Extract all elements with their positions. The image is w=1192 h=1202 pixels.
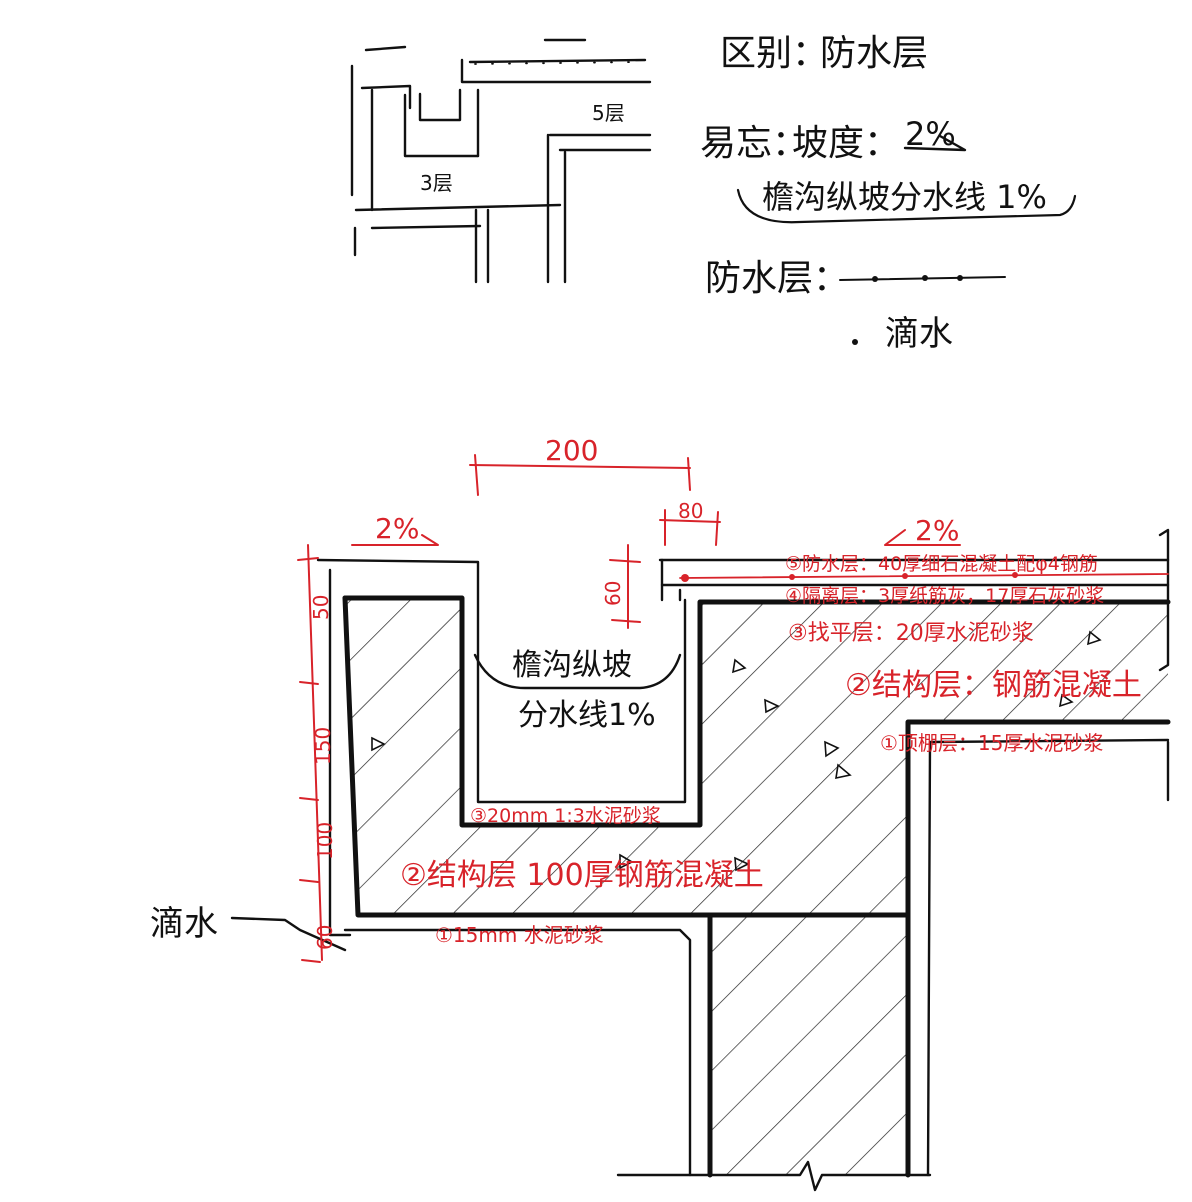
gutter-note: 檐沟纵坡分水线 1% <box>762 178 1047 216</box>
dim-200: 200 <box>545 434 598 467</box>
gutter-layer-2-annotation: ②结构层 100厚钢筋混凝土 <box>400 858 764 893</box>
dim-150: 150 <box>311 727 335 765</box>
slope-left-label: 2% <box>375 512 419 545</box>
drip-label: 滴水 <box>150 904 218 944</box>
slope-right-label: 2% <box>915 514 959 547</box>
gutter-text-line1: 檐沟纵坡 <box>512 648 632 683</box>
layer-3-annotation: ③找平层：20厚水泥砂浆 <box>788 621 1034 646</box>
gutter-text-line2: 分水线1% <box>518 698 656 733</box>
gutter-layer-1-annotation: ①15mm 水泥砂浆 <box>435 923 604 947</box>
layer-5-annotation: ⑤防水层：40厚细石混凝土配φ4钢筋 <box>785 553 1098 575</box>
dim-50: 50 <box>309 595 333 620</box>
floor-3-label: 3层 <box>420 171 453 195</box>
layer-2-annotation: ②结构层：钢筋混凝土 <box>845 668 1142 703</box>
waterproof-legend-symbol <box>839 275 1006 282</box>
dimension-lines <box>297 454 721 963</box>
waterproof-layer-line <box>679 572 1169 582</box>
layer-1-annotation: ①顶棚层：15厚水泥砂浆 <box>880 731 1103 755</box>
drip-legend-symbol <box>852 339 858 345</box>
layer-4-annotation: ④隔离层：3厚纸筋灰，17厚石灰砂浆 <box>785 585 1104 607</box>
slope-label: 坡度： <box>792 123 900 164</box>
aggregate-marks <box>371 630 1102 872</box>
notes-block: 区别： 防水层 易忘： 坡度： 2% 檐沟纵坡分水线 1% 防水层： 滴水 <box>700 33 1077 354</box>
dim-60-top: 60 <box>601 581 625 606</box>
slope-value: 2% <box>905 115 956 153</box>
difference-value: 防水层 <box>820 33 928 74</box>
dim-80: 80 <box>678 499 703 523</box>
waterproof-legend-label: 防水层： <box>705 258 849 299</box>
drip-legend-label: 滴水 <box>885 314 953 354</box>
dim-100: 100 <box>313 822 337 860</box>
difference-label: 区别： <box>720 33 828 74</box>
sketch-overview: 5层 3层 <box>350 38 652 284</box>
floor-5-label: 5层 <box>592 101 625 125</box>
gutter-layer-3-annotation: ③20mm 1:3水泥砂浆 <box>470 805 661 827</box>
section-detail: 200 80 60 50 150 100 60 2% 2% 檐沟纵坡 分水线1%… <box>150 434 1171 1192</box>
easy-forget-label: 易忘： <box>700 123 808 164</box>
dim-60-bottom: 60 <box>313 925 337 950</box>
